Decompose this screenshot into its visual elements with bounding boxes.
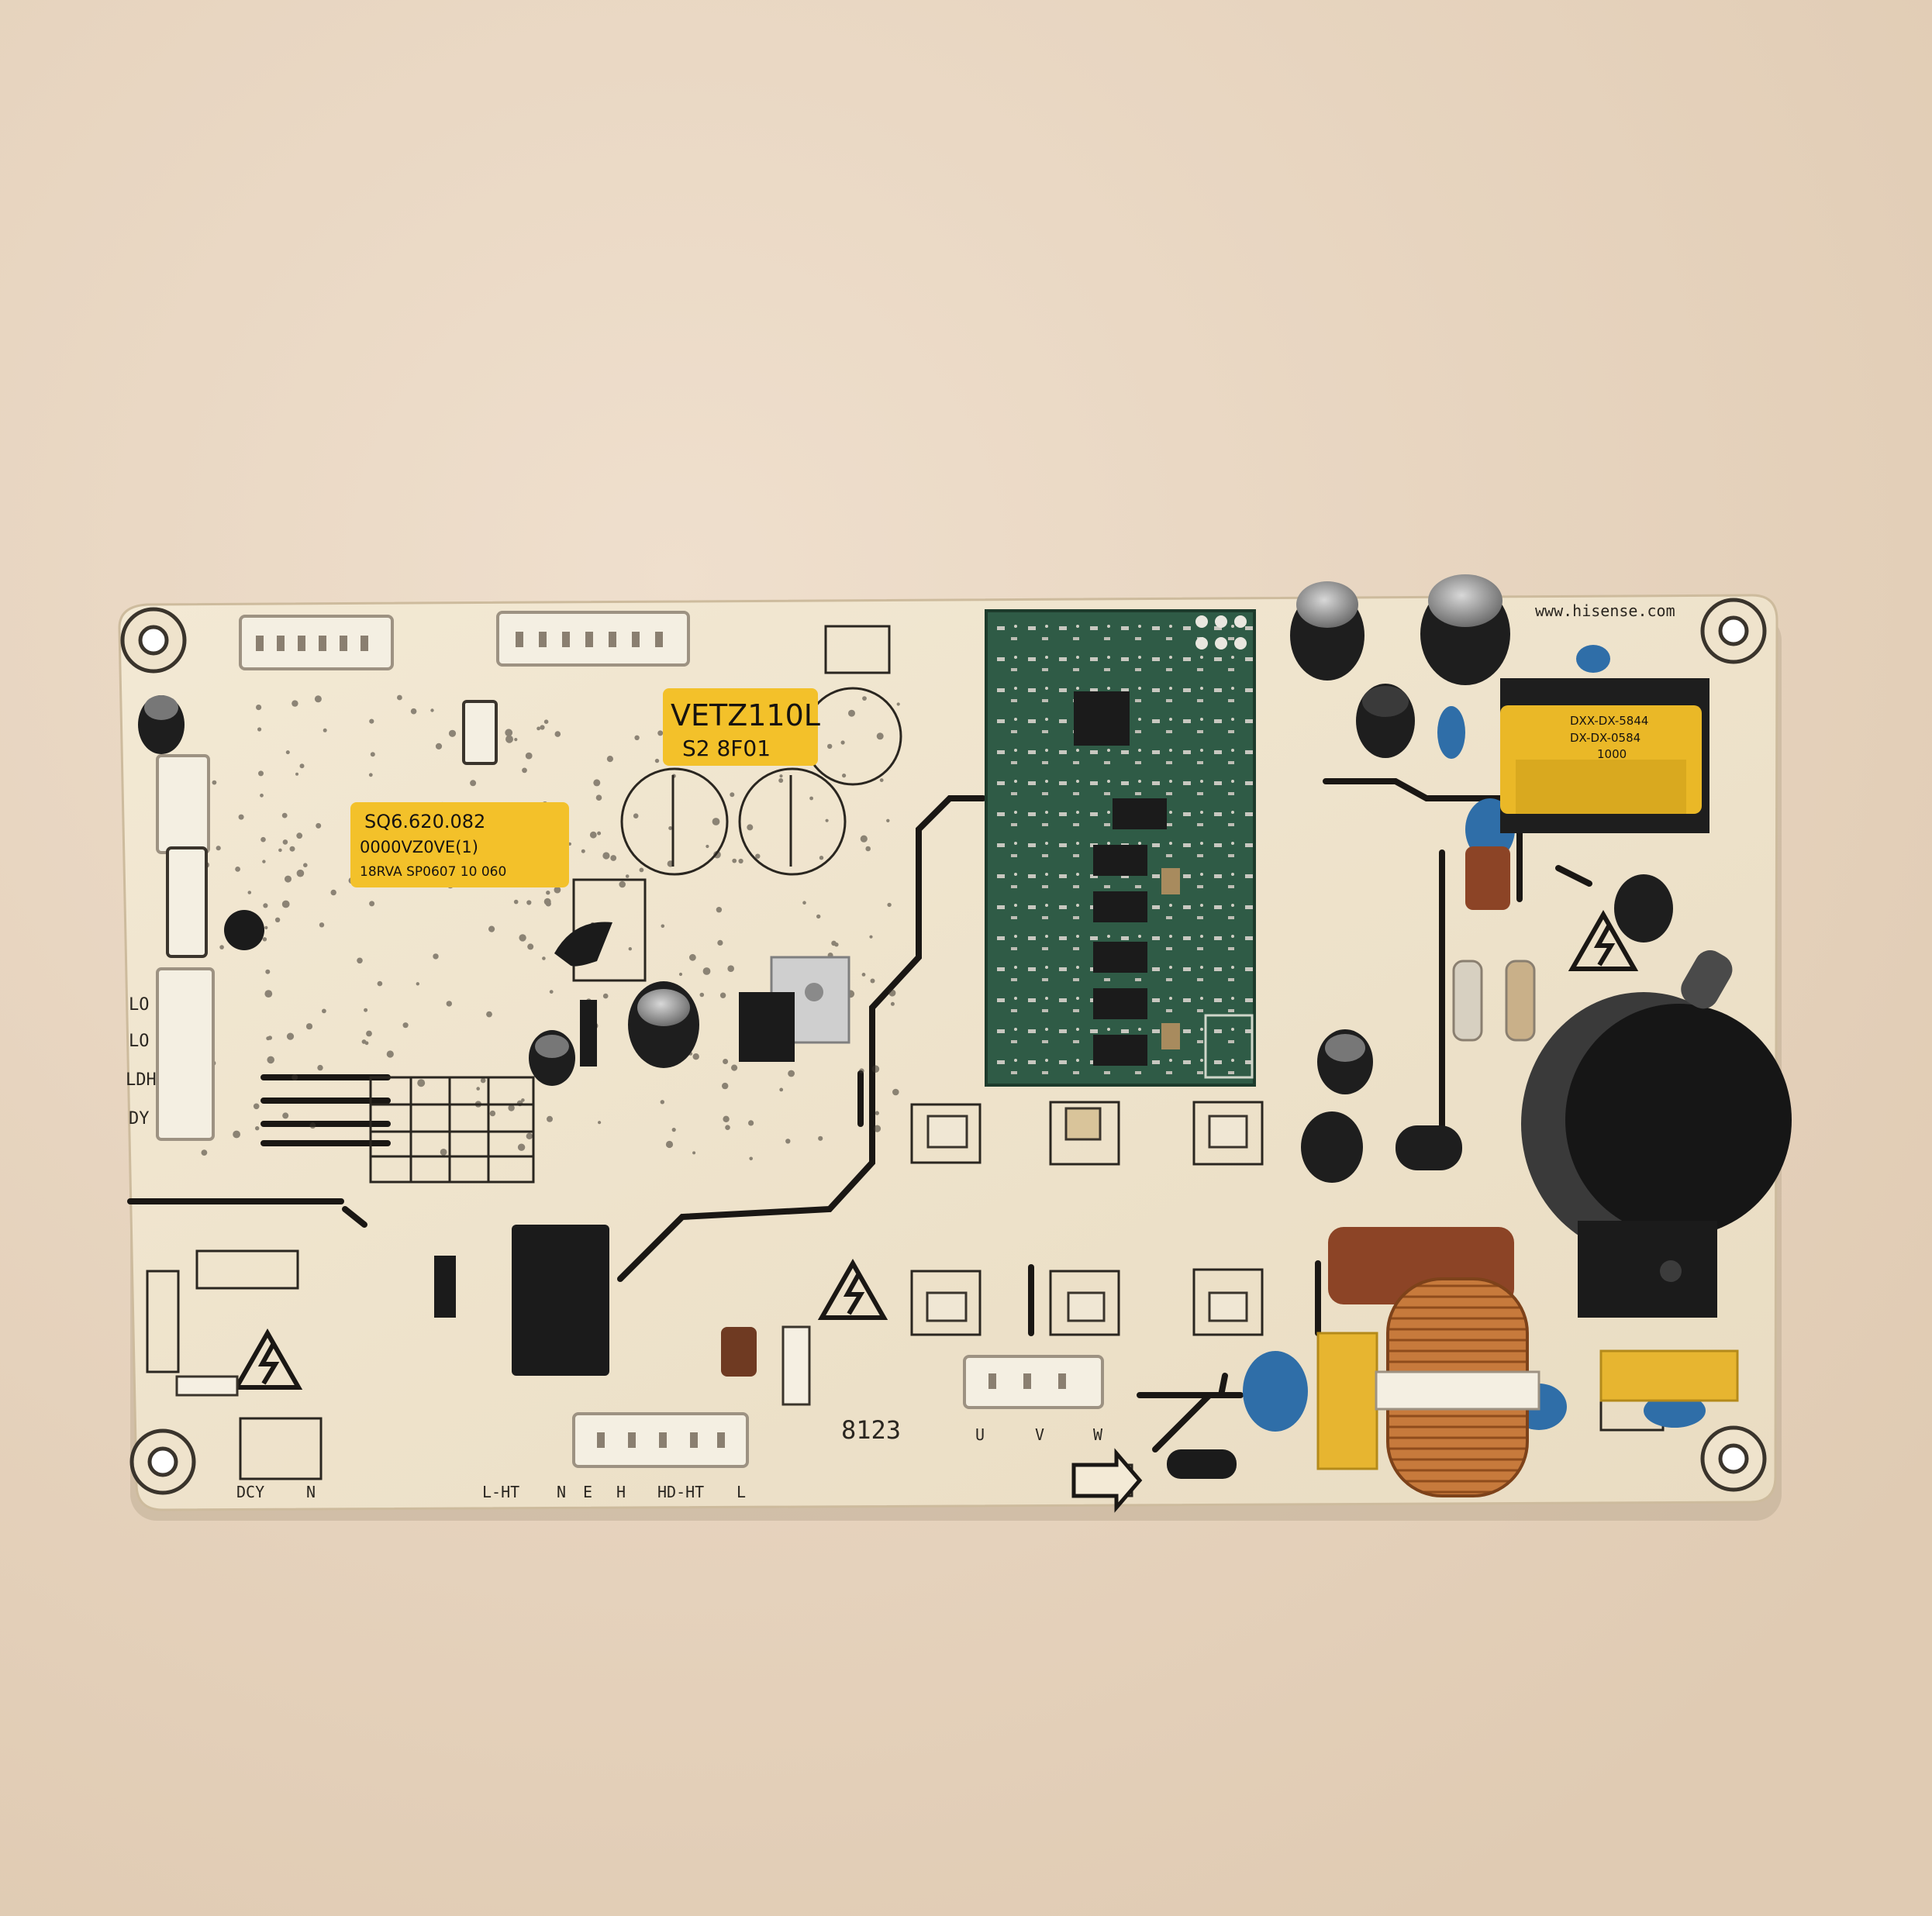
small-components <box>224 910 1237 1479</box>
silk-bottom-v: V <box>1035 1425 1044 1444</box>
silk-top-right: www.hisense.com <box>1535 601 1675 620</box>
transformer-text-1: DXX-DX-5844 <box>1570 714 1648 728</box>
capacitor-right-1 <box>1317 1029 1373 1094</box>
lightning-marks <box>257 925 1616 1385</box>
silk-bottom-n2: N <box>557 1483 566 1501</box>
connector-bottom-power <box>572 1412 749 1468</box>
silk-bottom-lht: L-HT <box>482 1483 519 1501</box>
silk-bottom-hdht: HD-HT <box>657 1483 704 1501</box>
board-stamp: 8123 <box>841 1415 901 1445</box>
transformer-text-3: 1000 <box>1597 747 1627 761</box>
resistors <box>175 960 1536 1406</box>
capacitor-right-4 <box>1614 874 1673 942</box>
capacitor-mid-1 <box>628 981 699 1068</box>
capacitor-big <box>1521 950 1792 1256</box>
silk-bottom-e: E <box>583 1483 592 1501</box>
capacitor-top-2 <box>1420 574 1510 685</box>
mounting-holes <box>120 598 1767 1495</box>
silk-left-low: LDH <box>126 1070 157 1090</box>
silk-bottom-dcy: DCY <box>236 1483 264 1501</box>
relay <box>512 1225 609 1376</box>
capacitor-right-2 <box>1301 1111 1363 1183</box>
silkscreen-outlines <box>146 625 1665 1497</box>
silk-bottom-n: N <box>306 1483 316 1501</box>
common-mode-choke <box>1375 1277 1540 1497</box>
silk-left-bot: DY <box>129 1109 150 1129</box>
bridge-rectifier <box>1578 1221 1717 1318</box>
connector-top-mid <box>496 611 690 667</box>
capacitor-right-3 <box>1396 1125 1462 1170</box>
serial-label: SQ6.620.082 0000VZ0VE(1) 18RVA SP0607 10… <box>350 802 569 887</box>
connector-top-left <box>239 615 394 670</box>
hv-warning-icons <box>232 909 1639 1390</box>
connector-top-small <box>462 700 498 765</box>
model-label-line1: VETZ110L <box>671 698 820 732</box>
transformer: DXX-DX-5844 DX-DX-0584 1000 <box>1500 678 1709 833</box>
relay-terminals <box>926 1107 1248 1322</box>
direction-arrow-icon <box>1071 1448 1143 1513</box>
connector-left-vertical <box>156 754 215 1141</box>
serial-label-line3: 18RVA SP0607 10 060 <box>360 864 506 880</box>
serial-label-line2: 0000VZ0VE(1) <box>360 838 478 856</box>
silkscreen-texts: LO LO LDH DY DCY N L-HT N E H HD-HT L U … <box>126 601 1675 1501</box>
silk-bottom-l: L <box>737 1483 746 1501</box>
silk-bottom-u: U <box>975 1425 985 1444</box>
connector-bottom-uvw <box>963 1355 1104 1409</box>
silk-bottom-h: H <box>616 1483 626 1501</box>
capacitor-top-1 <box>1290 581 1364 681</box>
silk-bottom-w: W <box>1093 1425 1103 1444</box>
model-label: VETZ110L S2 8F01 <box>663 688 820 766</box>
capacitor-small-left <box>138 695 185 754</box>
capacitor-top-3 <box>1356 684 1415 758</box>
silk-left-mid: LO <box>129 1032 150 1051</box>
capacitor-mid-2 <box>529 1030 575 1086</box>
ipm-module <box>985 609 1256 1087</box>
silk-left-top: LO <box>129 995 150 1015</box>
model-label-line2: S2 8F01 <box>682 736 771 761</box>
voltage-regulator <box>739 956 850 1062</box>
serial-label-line1: SQ6.620.082 <box>364 811 485 832</box>
transformer-text-2: DX-DX-0584 <box>1570 731 1640 745</box>
